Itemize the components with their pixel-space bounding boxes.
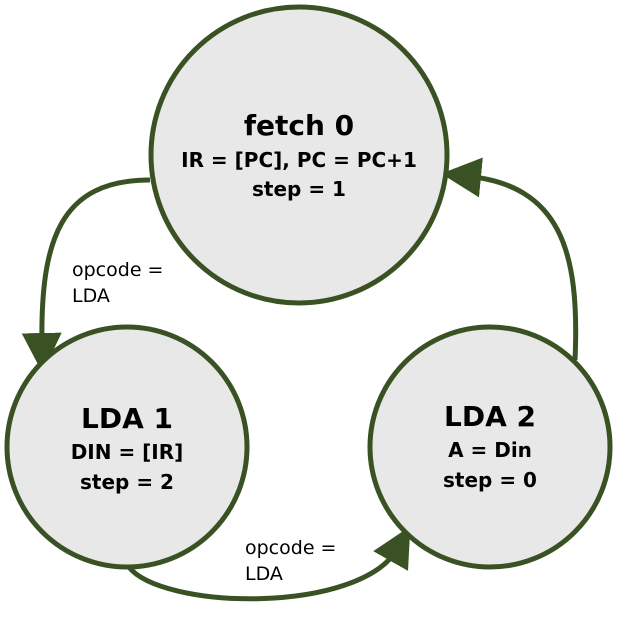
transition-label-line: opcode = xyxy=(72,259,163,281)
state-node-lda-1: LDA 1 DIN = [IR] step = 2 xyxy=(4,324,250,570)
transition-arrow-fetch0-to-lda1 xyxy=(21,177,151,373)
state-action: IR = [PC], PC = PC+1 xyxy=(181,148,417,172)
state-action: A = Din xyxy=(448,438,532,462)
transition-label-line: opcode = xyxy=(245,537,336,559)
state-circle xyxy=(148,4,450,306)
state-node-lda-2: LDA 2 A = Din step = 0 xyxy=(367,324,613,570)
state-title: LDA 2 xyxy=(444,400,536,433)
state-step: step = 1 xyxy=(252,177,346,201)
state-title: fetch 0 xyxy=(244,109,354,142)
transition-label-line: LDA xyxy=(72,285,110,307)
state-circle xyxy=(367,324,613,570)
state-step: step = 2 xyxy=(80,470,174,494)
state-action: DIN = [IR] xyxy=(71,440,184,464)
state-circle xyxy=(4,324,250,570)
state-step: step = 0 xyxy=(443,468,537,492)
transition-label-line: LDA xyxy=(245,563,283,585)
transition-arrow-lda2-to-fetch0 xyxy=(441,157,579,361)
transition-label-fetch0-to-lda1: opcode = LDA xyxy=(72,259,163,307)
state-node-fetch-0: fetch 0 IR = [PC], PC = PC+1 step = 1 xyxy=(148,4,450,306)
transition-arrow-lda1-to-lda2 xyxy=(125,526,411,602)
transition-label-lda1-to-lda2: opcode = LDA xyxy=(245,537,336,585)
state-title: LDA 1 xyxy=(81,402,173,435)
